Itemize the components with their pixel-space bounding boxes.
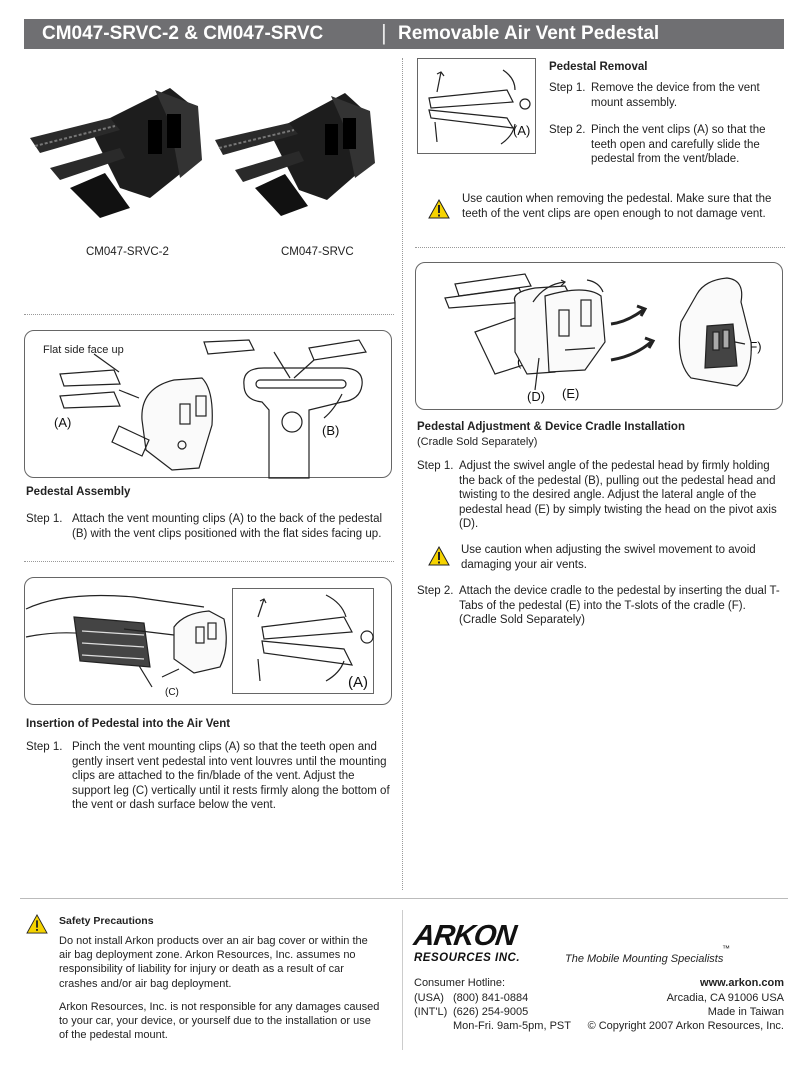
step-text: Pinch the vent mounting clips (A) so tha… [72, 741, 390, 812]
intl-phone[interactable]: (626) 254-9005 [453, 1006, 529, 1018]
safety-heading: Safety Precautions [59, 915, 154, 927]
assembly-step-1: Step 1. Attach the vent mounting clips (… [26, 512, 396, 542]
product-photo-srvc-2 [30, 88, 202, 218]
label-e: (E) [562, 386, 580, 401]
warning-icon [428, 545, 450, 566]
adjustment-step-2: Step 2. Attach the device cradle to the … [417, 584, 783, 629]
step-number: Step 1. [26, 741, 63, 753]
caption-srvc: CM047-SRVC [281, 246, 354, 258]
usa-label: (USA) [414, 992, 444, 1004]
label-c: (C) [165, 687, 179, 698]
adjustment-step-1: Step 1. Adjust the swivel angle of the p… [417, 459, 783, 534]
intl-label: (INT'L) [414, 1006, 448, 1018]
product-photo-srvc [215, 93, 375, 216]
label-a: (A) [348, 674, 368, 691]
copyright: © Copyright 2007 Arkon Resources, Inc. [587, 1020, 784, 1032]
trademark: ™ [722, 944, 730, 953]
removal-heading: Pedestal Removal [549, 61, 648, 73]
adjustment-heading: Pedestal Adjustment & Device Cradle Inst… [417, 421, 685, 433]
usa-phone[interactable]: (800) 841-0884 [453, 992, 529, 1004]
section-divider [24, 561, 394, 562]
warning-icon [26, 913, 48, 934]
adjustment-caution: Use caution when adjusting the swivel mo… [461, 544, 756, 571]
assembly-diagram [59, 339, 367, 479]
label-a: (A) [54, 415, 72, 430]
column-divider [402, 58, 403, 890]
tagline: The Mobile Mounting Specialists [565, 953, 724, 965]
assembly-heading: Pedestal Assembly [26, 486, 131, 498]
step-text: Pinch the vent clips (A) so that the tee… [591, 124, 766, 166]
step-number: Step 1. [417, 460, 454, 472]
step-text: Attach the device cradle to the pedestal… [459, 585, 780, 627]
step-text: Adjust the swivel angle of the pedestal … [459, 460, 777, 531]
logo-sub: RESOURCES INC. [414, 952, 521, 964]
removal-diagram [428, 69, 531, 145]
hours: Mon-Fri. 9am-5pm, PST [453, 1020, 571, 1032]
hotline-label: Consumer Hotline: [414, 977, 506, 989]
insertion-inset-box [232, 588, 374, 694]
product-name-title: Removable Air Vent Pedestal [398, 23, 660, 44]
footer-column-divider [402, 910, 403, 1050]
section-divider [24, 314, 394, 315]
insertion-diagram [25, 594, 374, 688]
address-city: Arcadia, CA 91006 USA [666, 992, 784, 1004]
warning-icon [428, 198, 450, 219]
insertion-step-1: Step 1. Pinch the vent mounting clips (A… [26, 740, 396, 815]
website-link[interactable]: www.arkon.com [700, 977, 784, 989]
logo-main: ARKON [411, 920, 518, 952]
arkon-logo: ARKON RESOURCES INC. [412, 920, 538, 966]
header-separator: | [381, 20, 387, 45]
product-codes-title: CM047-SRVC-2 & CM047-SRVC [42, 23, 324, 44]
step-text: Attach the vent mounting clips (A) to th… [72, 513, 383, 540]
step-number: Step 1. [549, 82, 586, 94]
safety-paragraph-1: Do not install Arkon products over an ai… [59, 935, 368, 990]
step-text: Remove the device from the vent mount as… [591, 82, 760, 109]
adjustment-diagram [444, 273, 752, 391]
footer-divider [20, 898, 788, 899]
made-in: Made in Taiwan [707, 1006, 784, 1018]
flat-side-label: Flat side face up [43, 344, 124, 356]
adjustment-subheading: (Cradle Sold Separately) [417, 436, 538, 448]
removal-caution: Use caution when removing the pedestal. … [462, 193, 772, 220]
step-number: Step 2. [549, 124, 586, 136]
caption-srvc-2: CM047-SRVC-2 [86, 246, 169, 258]
step-number: Step 2. [417, 585, 454, 597]
removal-step-2: Step 2. Pinch the vent clips (A) so that… [549, 123, 779, 168]
insertion-heading: Insertion of Pedestal into the Air Vent [26, 718, 231, 730]
safety-paragraph-2: Arkon Resources, Inc. is not responsible… [59, 1001, 380, 1042]
removal-step-1: Step 1. Remove the device from the vent … [549, 81, 779, 111]
page-header: CM047-SRVC-2 & CM047-SRVC | Removable Ai… [24, 19, 784, 49]
section-divider [415, 247, 785, 248]
label-b: (B) [322, 423, 340, 438]
label-d: (D) [527, 389, 546, 404]
label-a: (A) [513, 123, 531, 138]
step-number: Step 1. [26, 513, 63, 525]
